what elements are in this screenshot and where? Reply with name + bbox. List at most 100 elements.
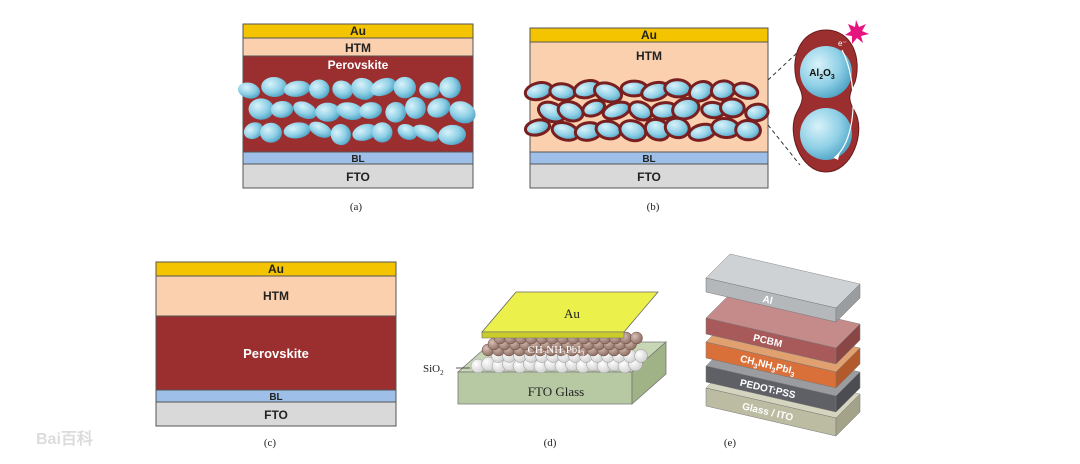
particle xyxy=(412,124,439,142)
particle xyxy=(238,82,260,99)
panel-b-zoom-line-top xyxy=(767,51,799,81)
panel-b-inset-electron: e⁻ xyxy=(838,39,847,48)
particle xyxy=(385,101,407,123)
panel-b-inset-label: Al2O3 xyxy=(809,68,835,81)
panel-c-label-fto: FTO xyxy=(264,408,288,422)
panel-c-label-bl: BL xyxy=(269,392,282,403)
sio2-sphere xyxy=(634,349,648,363)
panel-d-au-front xyxy=(481,331,625,339)
particle xyxy=(372,122,393,143)
particle xyxy=(260,122,282,143)
coated-particle xyxy=(734,119,762,142)
particle xyxy=(309,121,332,138)
panel-e-caption: (e) xyxy=(724,437,737,449)
panel-b-label-htm: HTM xyxy=(636,49,662,63)
coated-particle xyxy=(556,100,585,123)
panel-b-electron-path-arrow xyxy=(833,49,854,159)
coated-particle xyxy=(671,96,701,121)
panel-d-label-perovskite: CH3NH3PbI3 xyxy=(528,344,585,358)
panel-b-layer-fto xyxy=(529,163,769,189)
particle xyxy=(352,123,378,141)
perovskite-sphere xyxy=(630,331,643,345)
particle xyxy=(270,100,294,118)
panel-b-inset-particle-top xyxy=(800,46,852,98)
particle xyxy=(283,122,311,139)
coated-particle xyxy=(581,98,607,118)
particle xyxy=(393,76,416,99)
panel-e-pedot-pss-side xyxy=(835,371,861,413)
panel-e-perovskite-side xyxy=(835,347,861,389)
panel-c-layer-htm xyxy=(155,275,397,317)
particle xyxy=(438,124,466,146)
coated-particle xyxy=(663,78,693,99)
panel-b-label-au: Au xyxy=(641,28,657,42)
panel-d-label-substrate: FTO Glass xyxy=(528,384,584,399)
panel-b-label-fto: FTO xyxy=(637,170,661,184)
panel-b-coated-particles xyxy=(523,78,770,143)
panel-b-inset-light-burst-icon xyxy=(845,20,869,44)
panel-e-pcbm-side xyxy=(835,323,861,365)
panel-d-substrate-side xyxy=(631,341,667,405)
particle xyxy=(283,80,311,97)
panel-d-label-au: Au xyxy=(564,306,580,321)
panel-c-label-htm: HTM xyxy=(263,289,289,303)
panel-c-label-perovskite: Perovskite xyxy=(243,346,309,361)
coated-particle xyxy=(523,118,552,137)
particle xyxy=(405,96,426,119)
particle xyxy=(439,76,461,99)
panel-c-layer-perovskite xyxy=(155,315,397,391)
particle xyxy=(427,98,451,118)
panel-b-inset-particle-bottom xyxy=(800,108,852,160)
panel-b-zoom-line-bottom xyxy=(767,124,801,166)
particle xyxy=(315,102,341,122)
panel-d: Au CH3NH3PbI3 FTO Glass SiO2 (d) xyxy=(423,291,668,449)
panel-b-electron-arrow-head xyxy=(834,152,840,160)
panel-a-label-bl: BL xyxy=(351,154,364,165)
panel-c: Au HTM Perovskite BL FTO (c) xyxy=(155,261,397,449)
panel-b-caption: (b) xyxy=(647,201,660,213)
particle xyxy=(293,101,317,120)
particle xyxy=(359,102,382,119)
panel-e-al-side xyxy=(835,283,861,323)
coated-particle xyxy=(593,81,624,104)
coated-particle xyxy=(618,119,648,143)
panel-c-caption: (c) xyxy=(264,437,277,449)
panel-e-label-al: Al xyxy=(761,294,773,307)
particle xyxy=(336,102,364,121)
coated-particle xyxy=(627,100,654,122)
panel-a-label-au: Au xyxy=(350,24,366,38)
coated-particle xyxy=(548,82,577,102)
panel-b-inset-al2o3: Al2O3 e⁻ xyxy=(792,20,869,173)
coated-particle xyxy=(744,102,770,123)
panel-b: Au HTM BL FTO (b) Al2O3 e⁻ xyxy=(523,20,869,213)
panel-b-label-bl: BL xyxy=(642,154,655,165)
particle xyxy=(330,123,351,146)
panel-a-mesoporous-particles xyxy=(238,76,476,146)
particle xyxy=(332,80,353,100)
particle xyxy=(351,77,376,100)
panel-a-label-fto: FTO xyxy=(346,170,370,184)
coated-particle xyxy=(732,81,760,100)
particle xyxy=(419,82,440,99)
particle xyxy=(261,76,288,98)
panel-d-caption: (d) xyxy=(544,437,557,449)
panel-c-layer-fto xyxy=(155,401,397,427)
particle xyxy=(243,122,264,140)
panel-c-label-au: Au xyxy=(268,262,284,276)
panel-e-glass-ito-side xyxy=(835,393,861,437)
panel-a-label-htm: HTM xyxy=(345,41,371,55)
coated-particle xyxy=(719,97,746,119)
particle xyxy=(309,79,330,99)
panel-a-caption: (a) xyxy=(350,201,363,213)
panel-d-callout-sio2: SiO2 xyxy=(423,363,444,377)
panel-a-layer-fto xyxy=(242,163,474,189)
watermark-logo: Bai百科 xyxy=(36,429,93,448)
panel-e-label-perovskite: CH3NH3PbI3 xyxy=(739,354,797,379)
particle xyxy=(370,77,397,97)
particle xyxy=(248,98,274,120)
panel-a: Au HTM Perovskite BL FTO (a) xyxy=(238,23,476,213)
particle xyxy=(397,123,417,140)
panel-a-label-perovskite: Perovskite xyxy=(328,58,389,72)
